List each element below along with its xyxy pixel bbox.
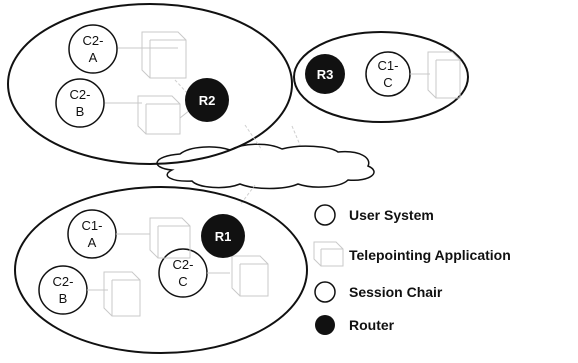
router-label: R2: [199, 93, 216, 108]
node-label-line1: C2-: [83, 33, 104, 48]
user-system-c2-b: C2- B: [55, 78, 105, 128]
node-label-line2: B: [59, 291, 68, 306]
telepointing-application-cube: [116, 217, 191, 259]
node-label-line1: C2-: [53, 274, 74, 289]
router-r1: R1: [201, 214, 245, 258]
user-system-icon: [55, 78, 105, 128]
telepointing-application-cube: [105, 95, 191, 135]
filled-circle-icon: [315, 315, 335, 335]
telepointing-application-cube: [207, 255, 269, 297]
node-label-line2: C: [178, 274, 187, 289]
legend-item-session-chair: Session Chair: [314, 281, 443, 303]
user-system-c2-c: C2- C: [158, 248, 208, 298]
node-label-line2: A: [88, 235, 97, 250]
router-r3: R3: [305, 54, 345, 94]
node-label-line1: C1-: [378, 58, 399, 73]
legend-item-user-system: User System: [314, 204, 434, 226]
network-cloud: [156, 124, 375, 206]
router-label: R1: [215, 229, 232, 244]
node-label-line1: C1-: [82, 218, 103, 233]
router-r2: R2: [185, 78, 229, 122]
open-circle-icon: [314, 281, 336, 303]
legend: User System Telepointing Application Ses…: [313, 204, 511, 335]
group-boundary: [7, 3, 293, 165]
user-system-c2-b: C2- B: [38, 265, 88, 315]
legend-label: Telepointing Application: [349, 247, 511, 263]
cube-icon: [313, 241, 344, 267]
telepointing-application-cube: [118, 31, 191, 97]
legend-item-telepointing-application: Telepointing Application: [313, 241, 511, 267]
node-label-line2: B: [76, 104, 85, 119]
node-label-line2: C: [383, 75, 392, 90]
router-icon: [305, 54, 345, 94]
legend-label: Router: [349, 317, 395, 333]
legend-label: Session Chair: [349, 284, 443, 300]
node-label-line2: A: [89, 50, 98, 65]
group-boundary: [293, 31, 469, 123]
telepointing-application-cube: [410, 51, 461, 99]
user-system-c1-a: C1- A: [67, 209, 117, 259]
node-label-line1: C2-: [173, 257, 194, 272]
router-icon: [185, 78, 229, 122]
user-system-icon: [68, 24, 118, 74]
legend-label: User System: [349, 207, 434, 223]
node-label-line1: C2-: [70, 87, 91, 102]
cloud-icon: [156, 143, 375, 190]
router-icon: [201, 214, 245, 258]
legend-item-router: Router: [315, 315, 395, 335]
session-chair-c1-c: C1- C: [365, 51, 411, 97]
group-boundary: [14, 186, 308, 354]
user-system-c2-a: C2- A: [68, 24, 118, 74]
open-circle-icon: [314, 204, 336, 226]
router-label: R3: [317, 67, 334, 82]
group-r1: C1- A C2- B C2- C R1: [14, 186, 308, 354]
group-r2: C2- A C2- B R2: [7, 3, 293, 165]
group-r3: R3 C1- C: [293, 31, 469, 123]
telepointing-application-cube: [87, 271, 141, 317]
